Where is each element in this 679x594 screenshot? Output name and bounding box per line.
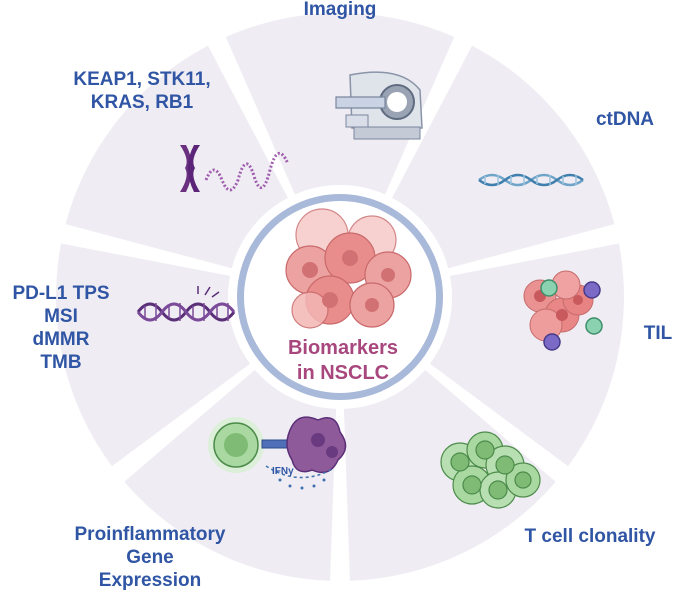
label-t-cell-clonality: T cell clonality xyxy=(515,525,665,548)
immune-infiltrated-tumor-icon xyxy=(523,270,603,351)
label-proinflammatory-line1: Proinflammatory xyxy=(74,524,226,545)
label-proinflammatory: Proinflammatory Gene Expression xyxy=(50,523,250,592)
segment-ctdna xyxy=(392,45,615,269)
label-pdl1-line2: MSI xyxy=(44,306,78,327)
label-pdl1-line1: PD-L1 TPS xyxy=(12,283,110,304)
ct-scanner-icon xyxy=(335,71,423,140)
label-ctdna: ctDNA xyxy=(580,108,670,131)
label-t-cell-clonality-text: T cell clonality xyxy=(524,526,656,547)
label-pdl1-line3: dMMR xyxy=(32,329,90,350)
center-label: Biomarkers in NSCLC xyxy=(263,336,423,386)
t-cell-cluster-icon xyxy=(440,431,541,509)
label-til: TIL xyxy=(640,322,676,345)
label-proinflammatory-line3: Expression xyxy=(98,570,202,591)
dna-damage-icon xyxy=(136,286,236,322)
segment-pdl1 xyxy=(55,243,251,467)
label-keap1-line1: KEAP1, STK11, xyxy=(73,69,211,90)
ifng-label: IFNγ xyxy=(272,466,294,477)
center-label-line1: Biomarkers xyxy=(287,337,399,359)
label-ctdna-text: ctDNA xyxy=(595,109,655,130)
label-imaging-text: Imaging xyxy=(303,0,377,20)
label-til-text: TIL xyxy=(643,323,673,344)
label-pdl1: PD-L1 TPS MSI dMMR TMB xyxy=(0,282,122,374)
label-keap1-line2: KRAS, RB1 xyxy=(90,92,194,113)
label-keap1: KEAP1, STK11, KRAS, RB1 xyxy=(52,68,232,114)
center-label-line2: in NSCLC xyxy=(296,362,390,384)
chromosome-icon xyxy=(180,145,290,192)
tumor-cells-icon xyxy=(285,208,412,329)
label-imaging: Imaging xyxy=(300,0,380,21)
t-cell-tumor-interaction-icon: IFNγ xyxy=(208,416,347,490)
segment-proinflammatory xyxy=(124,369,337,581)
label-proinflammatory-line2: Gene xyxy=(126,547,174,568)
label-pdl1-line4: TMB xyxy=(40,352,82,373)
dna-helix-icon xyxy=(478,173,584,187)
segment-keap1 xyxy=(65,45,288,269)
